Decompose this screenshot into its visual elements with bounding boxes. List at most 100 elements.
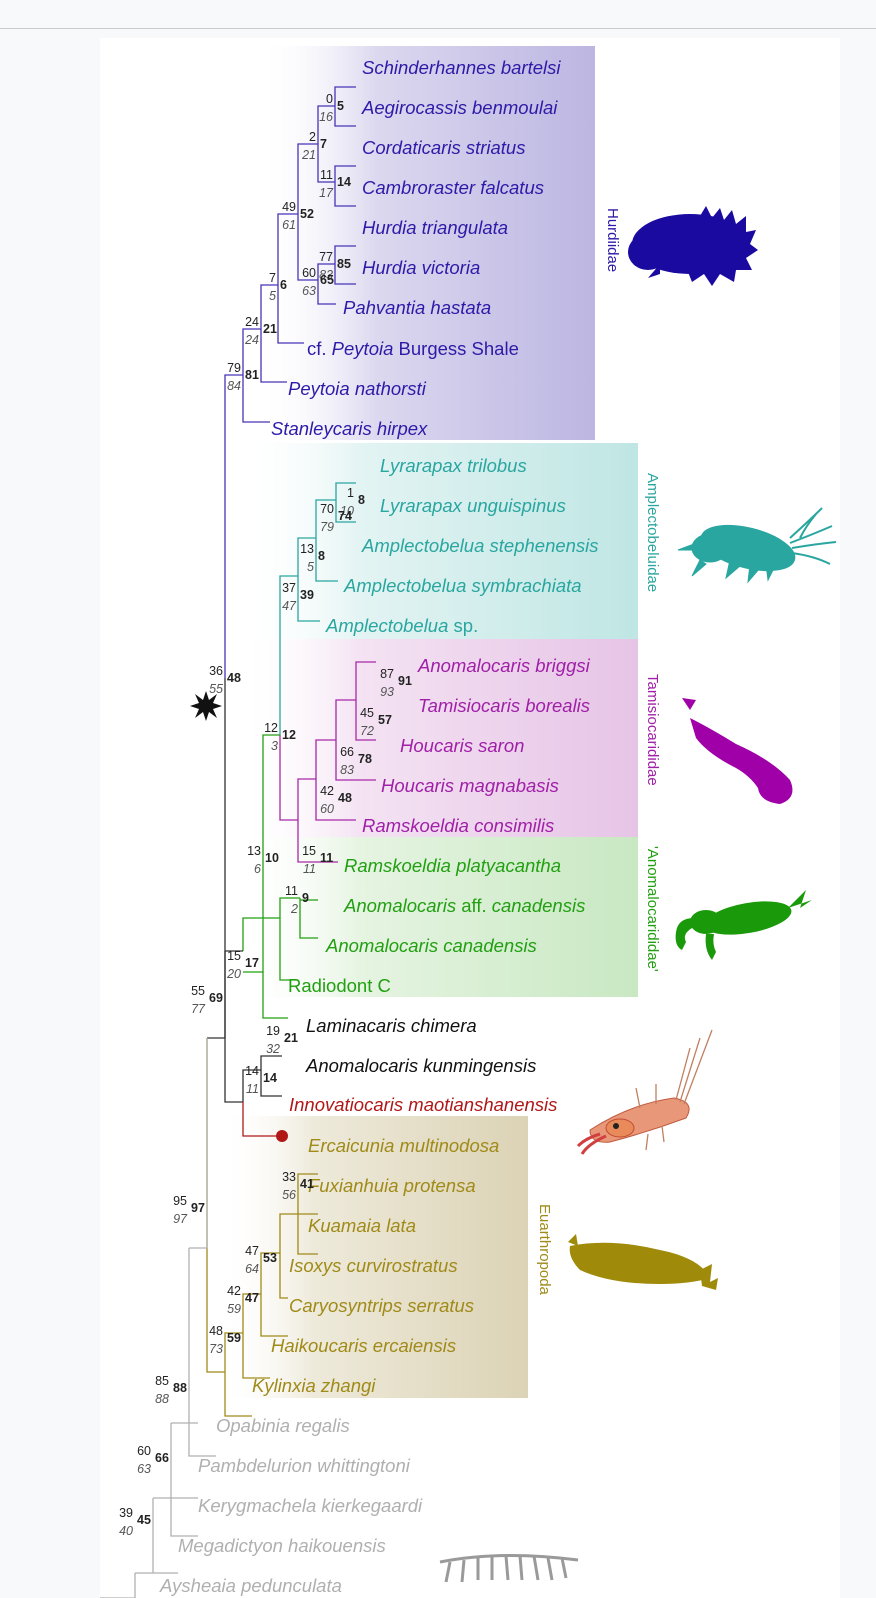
support-n_sch_aeg-top: 0 — [326, 92, 333, 106]
support-n_radio-i: 55 — [209, 682, 223, 696]
support-n_lyr-top: 1 — [347, 486, 354, 500]
taxon-opabinia: Opabinia regalis — [216, 1415, 350, 1436]
amplectobeluidae-box — [240, 443, 638, 639]
taxon-anomalocaris-canadensis: Anomalocaris canadensis — [325, 935, 537, 956]
support-n_radi_inn-i: 77 — [191, 1002, 206, 1016]
support-n_sch_pey-b: 21 — [263, 322, 277, 336]
support-n_lyr_sym-b: 8 — [318, 549, 325, 563]
support-n_bri_bor-top: 87 — [380, 667, 394, 681]
support-n_ampl-i: 47 — [282, 599, 297, 613]
support-n_clade17-i: 20 — [226, 967, 241, 981]
support-n_hurd_all-i: 84 — [227, 379, 241, 393]
support-n_erc_fux-i: 56 — [282, 1188, 296, 1202]
support-n_sch_pah-i: 61 — [282, 218, 296, 232]
support-n_clade17-b: 17 — [245, 956, 259, 970]
support-n_tami-top: 42 — [320, 784, 334, 798]
support-n_amp_tam-top: 12 — [264, 721, 278, 735]
support-n_hur_pah-b: 65 — [320, 273, 334, 287]
support-n_erc_car-b: 47 — [245, 1291, 259, 1305]
support-n_bri_bor-b: 91 — [398, 674, 412, 688]
taxon-cordaticaris: Cordaticaris striatus — [362, 137, 525, 158]
support-n_hur_pah-i: 63 — [302, 284, 316, 298]
tamisiocaridid-silhouette-icon — [682, 698, 793, 804]
taxon-caryosyntrips: Caryosyntrips serratus — [289, 1295, 474, 1316]
phylogeny-figure: Schinderhannes bartelsi Aegirocassis ben… — [100, 38, 840, 1598]
support-n_bri_sar-i: 72 — [360, 724, 374, 738]
support-n_clade10-b: 10 — [265, 851, 279, 865]
support-n_tami-b: 48 — [338, 791, 352, 805]
taxon-pambdelurion: Pambdelurion whittingtoni — [198, 1455, 411, 1476]
taxon-amplectobelua-stephenensis: Amplectobelua stephenensis — [361, 535, 599, 556]
support-n_pamb-b: 66 — [155, 1451, 169, 1465]
innovatiocaris-reconstruction-icon — [576, 1029, 713, 1155]
support-n_hurdia-i: 83 — [319, 268, 333, 282]
support-n_erc_iso-top: 47 — [245, 1244, 259, 1258]
taxon-anomalocaris-kunmingensis: Anomalocaris kunmingensis — [305, 1055, 536, 1076]
taxon-houcaris-magnabasis: Houcaris magnabasis — [381, 775, 559, 796]
support-n_pla_aff-i: 11 — [303, 862, 316, 876]
hurdiidae-branches — [224, 86, 356, 678]
radiodonta-star-icon — [190, 691, 222, 721]
euarthropod-silhouette-icon — [568, 1234, 718, 1290]
anomalocaridid-silhouette-icon — [675, 890, 812, 960]
support-n_erc_fux-b: 41 — [300, 1177, 314, 1191]
support-n_lyr_ste-b: 74 — [338, 509, 352, 523]
support-n_amp_tam-i: 3 — [271, 739, 278, 753]
support-n_pla_aff-top: 15 — [302, 844, 316, 858]
taxon-fuxianhuia: Fuxianhuia protensa — [308, 1175, 476, 1196]
hurdiidae-box — [258, 46, 595, 440]
tamisiocarididae-branches — [279, 661, 376, 863]
outgroup-branches — [100, 1038, 216, 1598]
support-n_opab-top: 85 — [155, 1374, 169, 1388]
support-n_pamb-top: 60 — [137, 1444, 151, 1458]
taxon-kuamaia: Kuamaia lata — [308, 1215, 416, 1236]
support-n_clade10-top: 13 — [247, 844, 261, 858]
support-n_sch_cf-top: 7 — [269, 271, 276, 285]
support-n_kery-b: 45 — [137, 1513, 151, 1527]
taxon-haikoucaris: Haikoucaris ercaiensis — [271, 1335, 456, 1356]
taxon-aysheaia: Aysheaia pedunculata — [159, 1575, 342, 1596]
clade-label-euarthropoda: Euarthropoda — [536, 1204, 553, 1296]
support-n_tami-i: 60 — [320, 802, 334, 816]
support-n_pamb-i: 63 — [137, 1462, 151, 1476]
support-n_radio-b: 48 — [227, 671, 241, 685]
taxon-aegirocassis: Aegirocassis benmoulai — [361, 97, 558, 118]
taxon-lyrarapax-unguispinus: Lyrarapax unguispinus — [380, 495, 566, 516]
innovatiocaris-branch — [242, 1102, 276, 1137]
taxon-anomalocaris-briggsi: Anomalocaris briggsi — [417, 655, 591, 676]
taxon-laminacaris: Laminacaris chimera — [306, 1015, 477, 1036]
support-n_erc_fux-top: 33 — [282, 1170, 296, 1184]
support-n_bri_mag-b: 78 — [358, 752, 372, 766]
support-n_cor_cam-b: 14 — [337, 175, 351, 189]
support-n_opab-b: 88 — [173, 1381, 187, 1395]
taxon-peytoia: Peytoia nathorsti — [288, 378, 427, 399]
support-n_lam_kun-b: 21 — [284, 1031, 298, 1045]
support-n_hurd_all-b: 81 — [245, 368, 259, 382]
support-n_lyr-b: 8 — [358, 493, 365, 507]
taxon-ramskoeldia-platyacantha: Ramskoeldia platyacantha — [344, 855, 561, 876]
support-n_hurdia-b: 85 — [337, 257, 351, 271]
support-n_pla_aff-b: 11 — [320, 851, 333, 865]
support-n_sch_cf-b: 6 — [280, 278, 287, 292]
support-n_ampl-top: 37 — [282, 581, 296, 595]
support-n_kery-top: 39 — [119, 1506, 133, 1520]
support-n_lyr_ste-top: 70 — [320, 502, 334, 516]
support-n_opab-i: 88 — [155, 1392, 169, 1406]
support-n_bri_mag-i: 83 — [340, 763, 354, 777]
support-n_sch_pey-top: 24 — [245, 315, 259, 329]
support-n_erc_car-i: 59 — [227, 1302, 241, 1316]
support-n_amp_tam-b: 12 — [282, 728, 296, 742]
support-n_clade17-top: 15 — [227, 949, 241, 963]
support-n_bri_mag-top: 66 — [340, 745, 354, 759]
taxon-ercaicunia: Ercaicunia multinodosa — [308, 1135, 499, 1156]
support-n_lyr_ste-i: 79 — [320, 520, 334, 534]
anomalocarididae-branches — [242, 734, 318, 1019]
support-n_sch_pah-top: 49 — [282, 200, 296, 214]
support-n_lam_kun-top: 19 — [266, 1024, 280, 1038]
taxon-amplectobelua-symbrachiata: Amplectobelua symbrachiata — [343, 575, 582, 596]
support-n_erc_iso-b: 53 — [263, 1251, 277, 1265]
clade-label-anomalocarididae: 'Anomalocarididae' — [644, 846, 661, 972]
support-n_bri_bor-i: 93 — [380, 685, 394, 699]
support-n_bri_sar-top: 45 — [360, 706, 374, 720]
